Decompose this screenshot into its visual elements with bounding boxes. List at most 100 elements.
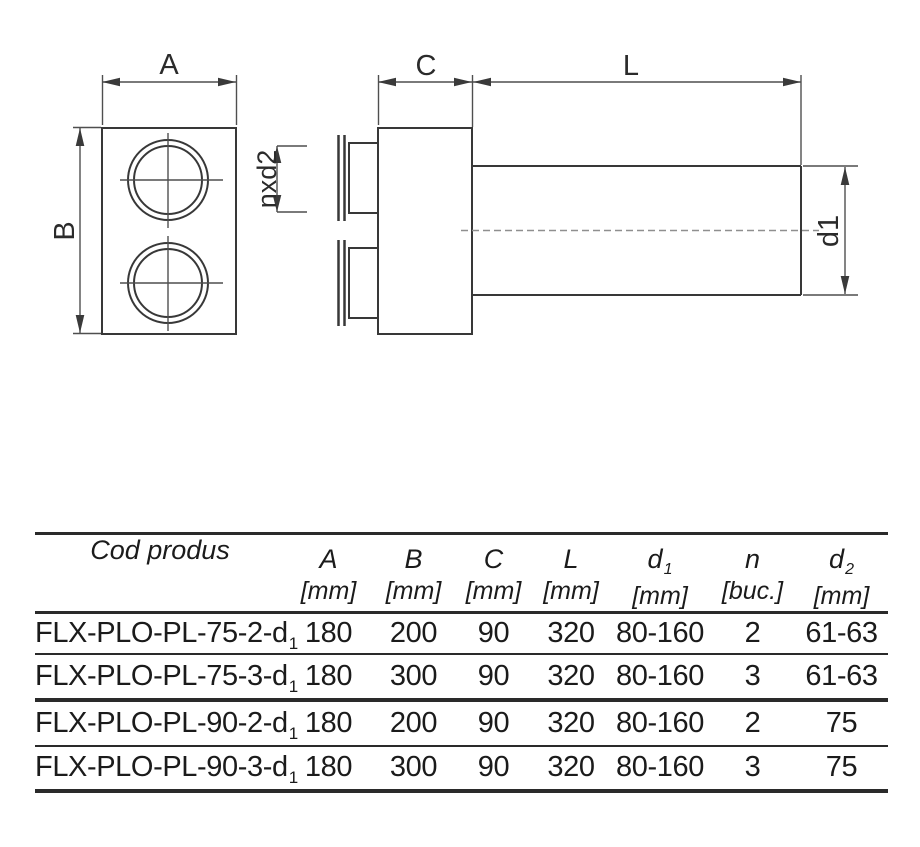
col-unit-c: [mm] [465, 577, 522, 605]
table-row: FLX-PLO-PL-75-2-d1 180 200 90 320 80-160… [35, 613, 888, 654]
dim-b-label: B [49, 221, 81, 240]
cell-c: 90 [477, 751, 510, 783]
cell-d1: 80-160 [616, 706, 704, 739]
col-sym-d2: d [829, 544, 845, 574]
col-header-c: C [mm] [455, 534, 532, 613]
col-header-d2: d2 [mm] [795, 534, 888, 613]
cell-c: 90 [477, 659, 510, 692]
cell-n: 2 [744, 616, 761, 649]
code-text: FLX-PLO-PL-75-3-d [35, 659, 288, 692]
cell-b: 300 [389, 659, 438, 692]
cell-n: 3 [744, 751, 761, 783]
table-row: FLX-PLO-PL-90-3-d1 180 300 90 320 80-160… [35, 746, 888, 791]
header-row: Cod produs A [mm] B [mm] C [mm] L [mm] [35, 534, 888, 613]
dim-b-arrow-bottom [75, 315, 85, 333]
dim-d1-arrow-bottom [840, 276, 850, 294]
col-sym-l: L [563, 544, 579, 574]
cell-d2: 61-63 [805, 616, 878, 649]
dimension-nxd2: nxd2 [252, 145, 307, 213]
cell-code: FLX-PLO-PL-75-3-d1 [35, 654, 298, 700]
dim-c-arrow-left [378, 77, 396, 87]
dim-c-label: C [416, 50, 437, 82]
spec-table: Cod produs A [mm] B [mm] C [mm] L [mm] [35, 532, 888, 793]
dim-nxd2-arrow-bottom [272, 195, 282, 212]
cell-code: FLX-PLO-PL-90-2-d1 [35, 700, 298, 746]
spigot1-body [348, 142, 379, 214]
cell-l: 320 [547, 706, 595, 739]
dim-a-arrow-left [102, 77, 120, 87]
col-unit-d2: [mm] [813, 582, 870, 610]
cell-b: 300 [389, 751, 438, 783]
technical-drawing: A B nxd2 C [49, 49, 858, 335]
cell-d1: 80-160 [616, 616, 704, 649]
cell-code: FLX-PLO-PL-75-2-d1 [35, 613, 298, 654]
code-sub: 1 [288, 676, 298, 696]
dimension-d1: d1 [803, 165, 858, 296]
cell-b: 200 [389, 616, 438, 649]
col-unit-n: [buc.] [721, 577, 784, 605]
col-sym-d2-sub: 2 [845, 561, 854, 578]
cell-b: 200 [389, 706, 438, 739]
front-box-outline [101, 127, 237, 335]
cell-a: 180 [304, 751, 353, 783]
cell-a: 180 [304, 659, 353, 692]
cell-n: 2 [744, 706, 761, 739]
dim-c-arrow-right [454, 77, 472, 87]
cell-d2: 61-63 [805, 659, 878, 692]
cell-a: 180 [304, 616, 353, 649]
code-text: FLX-PLO-PL-90-3-d [35, 751, 288, 783]
code-sub: 1 [288, 723, 298, 743]
code-text: FLX-PLO-PL-75-2-d [35, 616, 288, 649]
cell-n: 3 [744, 659, 761, 692]
col-sym-d1-sub: 1 [663, 561, 673, 578]
dim-nxd2-arrow-top [272, 146, 282, 163]
dim-b-arrow-top [75, 128, 85, 146]
cell-c: 90 [477, 616, 510, 649]
col-sym-n: n [744, 544, 761, 574]
cell-l: 320 [547, 616, 595, 649]
cell-d2: 75 [825, 706, 858, 739]
col-unit-b: [mm] [385, 577, 442, 605]
cell-a: 180 [304, 706, 353, 739]
col-sym-b: B [404, 544, 423, 574]
col-sym-a: A [319, 544, 338, 574]
col-sym-d1: d [647, 544, 663, 574]
cell-code: FLX-PLO-PL-90-3-d1 [35, 746, 298, 791]
cell-d1: 80-160 [616, 751, 704, 783]
dim-d1-label: d1 [813, 215, 845, 247]
dimension-L: L [472, 50, 802, 165]
code-text: FLX-PLO-PL-90-2-d [35, 706, 288, 739]
dimension-C: C [377, 50, 474, 127]
cell-l: 320 [547, 751, 595, 783]
code-sub: 1 [288, 633, 298, 653]
dimension-B: B [49, 126, 101, 335]
dim-a-label: A [159, 49, 179, 81]
dim-l-label: L [623, 50, 639, 82]
col-sym-c: C [483, 544, 504, 574]
cell-d2: 75 [825, 751, 858, 783]
dim-d1-arrow-top [840, 167, 850, 185]
col-unit-l: [mm] [543, 577, 599, 605]
cell-c: 90 [477, 706, 510, 739]
side-view [337, 127, 819, 335]
col-header-product: Cod produs [35, 534, 285, 613]
col-header-l: L [mm] [532, 534, 610, 613]
col-header-a: A [mm] [285, 534, 372, 613]
table-row: FLX-PLO-PL-90-2-d1 180 200 90 320 80-160… [35, 700, 888, 746]
cell-l: 320 [547, 659, 595, 692]
dim-a-arrow-right [218, 77, 236, 87]
dim-l-arrow-left [473, 77, 491, 87]
col-header-b: B [mm] [372, 534, 455, 613]
dim-l-arrow-right [783, 77, 801, 87]
col-header-d1: d1 [mm] [610, 534, 710, 613]
code-sub: 1 [288, 768, 298, 787]
cell-d1: 80-160 [616, 659, 704, 692]
col-header-product-label: Cod produs [90, 535, 230, 565]
dim-nxd2-label: nxd2 [252, 150, 282, 209]
spigot2-body [348, 247, 379, 319]
side-box-outline [377, 127, 473, 335]
col-header-n: n [buc.] [710, 534, 795, 613]
table-row: FLX-PLO-PL-75-3-d1 180 300 90 320 80-160… [35, 654, 888, 700]
dimension-A: A [101, 49, 238, 125]
